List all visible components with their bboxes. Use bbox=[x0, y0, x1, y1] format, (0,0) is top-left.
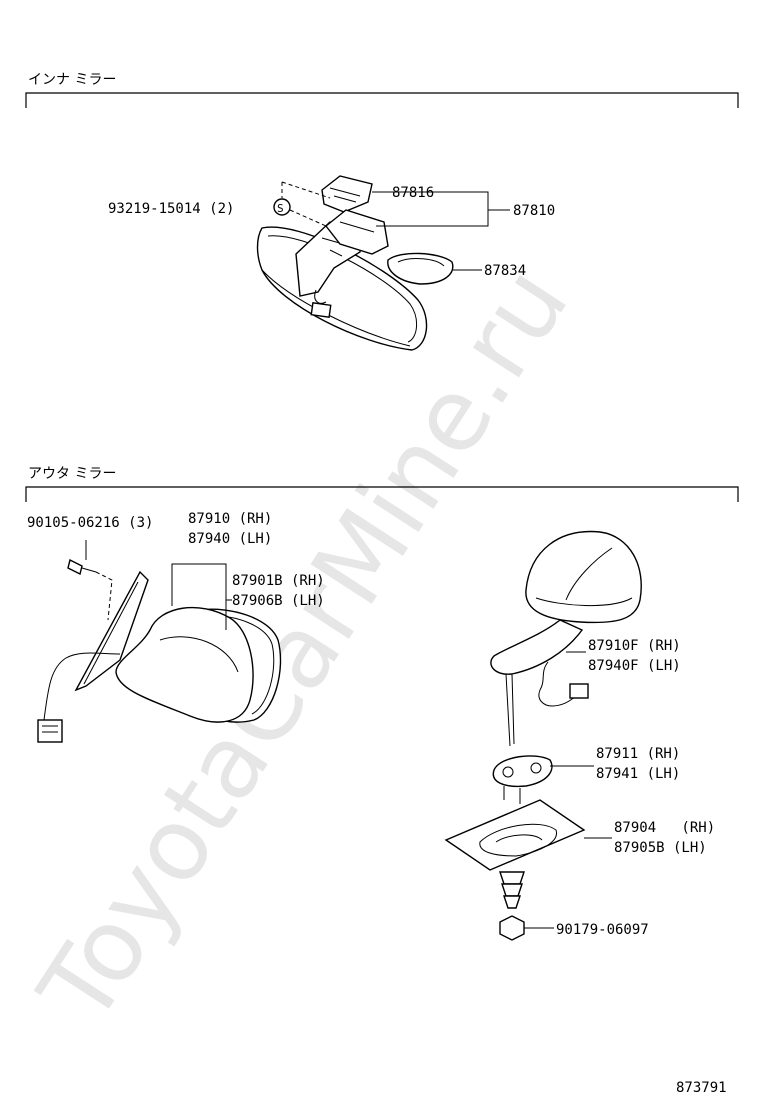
part-90179-06097: 90179-06097 bbox=[556, 922, 649, 938]
door-mirror-drawing bbox=[37, 558, 282, 743]
inner-screw-leader bbox=[281, 181, 331, 227]
part-87910f-rh: 87910F (RH) bbox=[588, 638, 681, 654]
part-87940-lh: 87940 (LH) bbox=[188, 531, 272, 547]
screw-symbol-icon bbox=[273, 198, 291, 216]
mirror-mount-drawing bbox=[325, 209, 389, 255]
part-87911-rh: 87911 (RH) bbox=[596, 746, 680, 762]
inner-leader-87810 bbox=[372, 191, 510, 227]
screw-symbol-label: S bbox=[277, 202, 284, 215]
outer-mirror-title: アウタ ミラー bbox=[28, 466, 116, 482]
inner-mirror-title: インナ ミラー bbox=[28, 72, 116, 88]
part-90105-06216: 90105-06216 (3) bbox=[27, 515, 153, 531]
part-87941-lh: 87941 (LH) bbox=[596, 766, 680, 782]
part-87834: 87834 bbox=[484, 263, 526, 279]
fender-mirror-drawing bbox=[444, 530, 642, 941]
part-87905b-lh: 87905B (LH) bbox=[614, 840, 707, 856]
part-93219-15014: 93219-15014 (2) bbox=[108, 201, 234, 217]
inner-mirror-section-bracket bbox=[25, 92, 739, 108]
part-87940f-lh: 87940F (LH) bbox=[588, 658, 681, 674]
part-87810: 87810 bbox=[513, 203, 555, 219]
leader-87910 bbox=[171, 563, 232, 630]
part-87904-rh: 87904 (RH) bbox=[614, 820, 715, 836]
part-87910-rh: 87910 (RH) bbox=[188, 511, 272, 527]
cover-87834-drawing bbox=[387, 252, 454, 285]
outer-mirror-section-bracket bbox=[25, 486, 739, 502]
part-87906b-lh: 87906B (LH) bbox=[232, 593, 325, 609]
diagram-number: 873791 bbox=[676, 1080, 727, 1096]
part-87901b-rh: 87901B (RH) bbox=[232, 573, 325, 589]
part-87816: 87816 bbox=[392, 185, 434, 201]
bracket-87816-drawing bbox=[321, 175, 373, 213]
